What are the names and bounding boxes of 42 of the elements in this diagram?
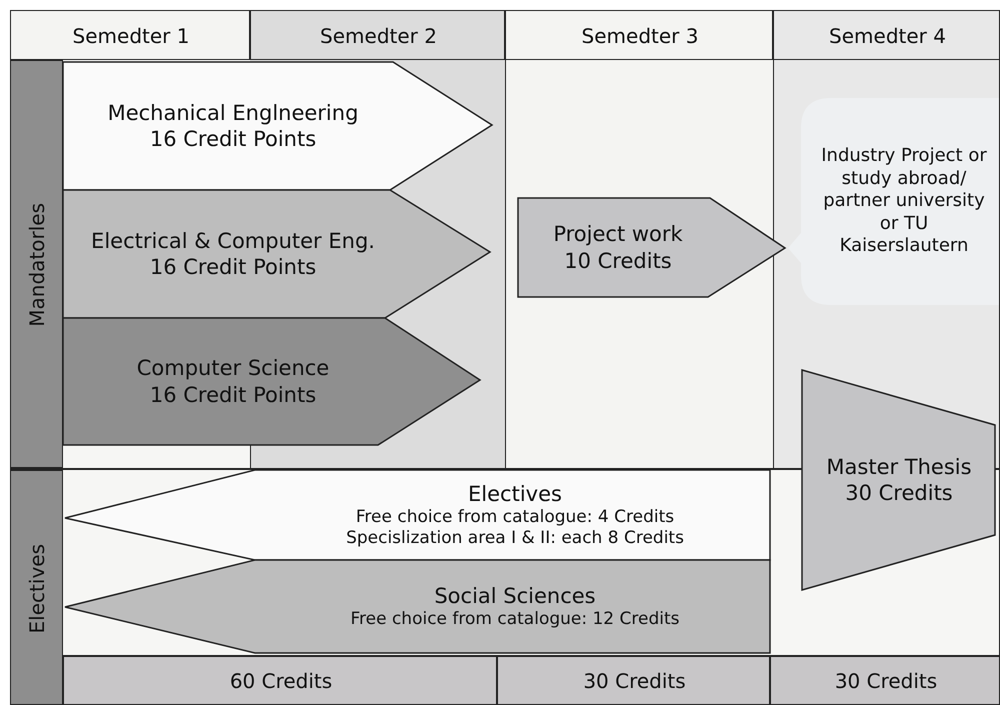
- row-band: [10, 60, 63, 468]
- course-name: Mechanical Englneering: [108, 100, 358, 126]
- credit-total-cell: [770, 656, 1000, 705]
- semester-label: Semedter 4: [829, 24, 946, 48]
- arrow-shape: [65, 560, 771, 654]
- semester-label: Semedter 2: [320, 24, 437, 48]
- course-name: Project work: [553, 221, 683, 248]
- course-name: Electives: [468, 480, 562, 507]
- credit-total: 30 Credits: [583, 669, 686, 694]
- credit-total: 30 Credits: [834, 669, 938, 694]
- row-label: Electives: [25, 544, 50, 634]
- speech-bubble: [788, 98, 1000, 305]
- credit-text: 16 Credit Points: [150, 254, 316, 280]
- credit-text: Free choice from catalogue: 4 Credits: [356, 506, 674, 528]
- credit-text: 10 Credits: [564, 248, 672, 274]
- credit-text: 30 Credits: [845, 480, 953, 506]
- arrow-shape: [63, 318, 481, 445]
- credit-text: Free choice from catalogue: 12 Credits: [350, 609, 680, 630]
- arrow-shape: [63, 190, 491, 318]
- course-name: Master Thesis: [826, 454, 972, 480]
- elective-detail: Specislization area I & II: each 8 Credits: [346, 528, 684, 550]
- credit-total: 60 Credits: [230, 669, 332, 694]
- row-label: Mandatorles: [25, 203, 50, 327]
- semester-label: Semedter 1: [72, 24, 190, 48]
- semester-header: [10, 10, 250, 60]
- option-text: Industry Project or study abroad/ partner university or TU Kaiserslautern: [820, 145, 988, 258]
- trapezoid-shape: [802, 370, 996, 590]
- row-band: [10, 470, 63, 705]
- credit-text: 16 Credit Points: [150, 126, 316, 152]
- semester-label: Semedter 3: [582, 24, 698, 48]
- course-name: Computer Science: [136, 355, 330, 382]
- semester-header: [505, 10, 773, 60]
- semester-header: [250, 10, 505, 60]
- credit-total-cell: [63, 656, 497, 705]
- credit-text: 16 Credit Points: [150, 382, 316, 408]
- arrow-shape: [63, 62, 493, 190]
- course-name: Electrical & Computer Eng.: [91, 228, 375, 254]
- course-name: Social Sciences: [434, 582, 596, 609]
- credit-total-cell: [497, 656, 770, 705]
- semester-header: [773, 10, 1000, 60]
- arrow-shape: [65, 470, 771, 560]
- arrow-shape: [518, 198, 786, 297]
